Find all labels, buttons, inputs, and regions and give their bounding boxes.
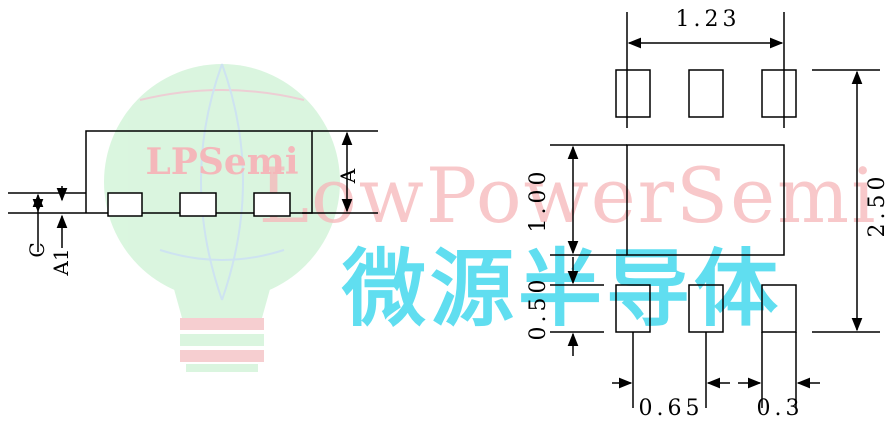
dimension-center-pad-height-label: 1.00 [526, 168, 551, 233]
pad-top [688, 69, 724, 118]
dimension-pad-length-label: 0.50 [526, 276, 551, 341]
lead [253, 192, 291, 217]
dimension-pad-row-width-label: 1.23 [676, 7, 741, 32]
lightbulb-logo-icon [104, 63, 340, 372]
land-pattern [550, 12, 880, 408]
watermark: LPSemi LowPowerSemi 微源半导体 [104, 63, 878, 372]
lead [179, 192, 217, 217]
dimension-pad-width-label: 0.3 [757, 396, 804, 421]
dimension-pitch-label: 0.65 [639, 396, 704, 421]
watermark-logo-text: LPSemi [145, 141, 298, 183]
lead [107, 192, 143, 217]
dimension-overall-height-label: 2.50 [865, 173, 887, 238]
pad-top [615, 69, 651, 118]
watermark-brand-text-cn: 微源半导体 [341, 240, 782, 338]
dimension-a-label: A [336, 168, 360, 184]
side-view [8, 130, 378, 252]
dimension-c-label: C [25, 242, 49, 257]
pad-top [761, 69, 797, 118]
center-pad [626, 144, 785, 256]
dimension-a1-label: A1 [49, 248, 73, 276]
pad-bottom [761, 284, 797, 333]
watermark-brand-text: LowPowerSemi [259, 151, 878, 240]
